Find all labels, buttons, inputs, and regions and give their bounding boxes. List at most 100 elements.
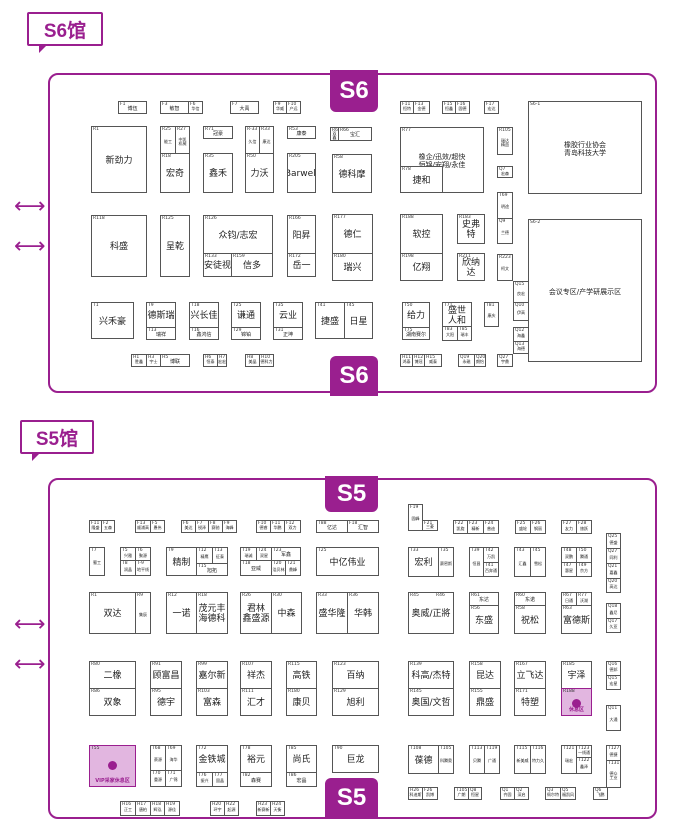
s6-booth[interactable]: R205Barwell [287,153,316,193]
entrance-s6-bottom[interactable]: S6 [330,356,378,396]
